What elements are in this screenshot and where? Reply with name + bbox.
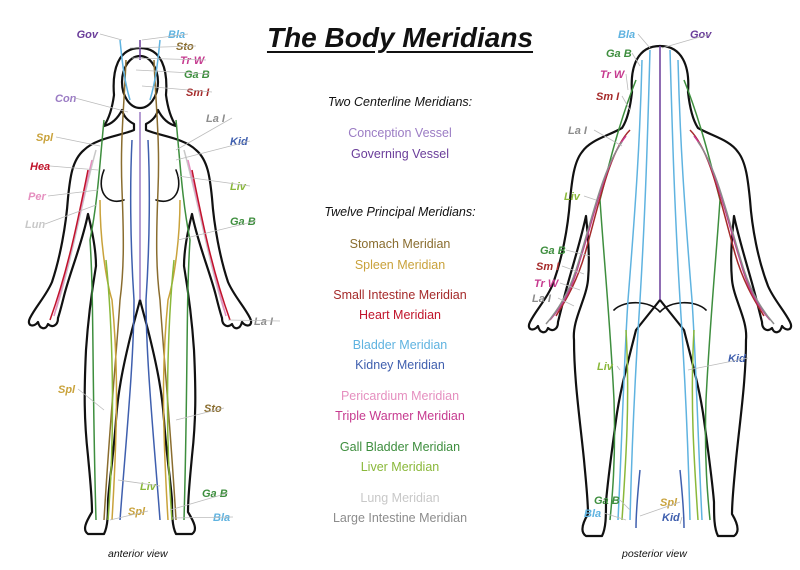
posterior-label-3: Tr W — [600, 69, 626, 81]
anterior-leader-7 — [175, 117, 233, 151]
legend-gall-bladder: Gall Bladder Meridian — [339, 440, 461, 454]
posterior-leader-12 — [687, 357, 749, 371]
posterior-leader-2 — [631, 52, 641, 67]
anterior-leader-2 — [129, 45, 197, 49]
legend-conception-vessel: Conception Vessel — [348, 126, 452, 140]
anterior-label-6: Con — [55, 93, 77, 105]
anterior-leader-18 — [117, 479, 161, 487]
anterior-leader-0 — [99, 33, 123, 41]
posterior-label-10: La I — [532, 293, 552, 305]
anterior-leader-16 — [77, 388, 105, 411]
posterior-leader-4 — [621, 95, 631, 111]
anterior-label-12: Per — [28, 191, 46, 203]
posterior-leader-6 — [583, 195, 597, 201]
anterior-label-7: La I — [206, 113, 226, 125]
posterior-label-13: Ga B — [594, 495, 620, 507]
anterior-label-14: Lun — [25, 219, 45, 231]
posterior-label-9: Tr W — [534, 278, 560, 290]
anterior-leader-21 — [171, 516, 234, 519]
posterior-leader-16 — [679, 516, 683, 525]
legend-kidney: Kidney Meridian — [355, 358, 445, 372]
posterior-leader-7 — [565, 249, 591, 257]
legend-spleen: Spleen Meridian — [354, 258, 446, 272]
posterior-label-15: Spl — [660, 497, 678, 509]
legend-liver: Liver Meridian — [360, 460, 440, 474]
anterior-label-2: Sto — [176, 41, 194, 53]
posterior-label-8: Sm I — [536, 261, 560, 273]
anterior-leader-11 — [177, 175, 251, 187]
anterior-label-1: Bla — [168, 29, 185, 41]
posterior-leader-8 — [561, 265, 585, 275]
centerline-heading: Two Centerline Meridians: — [327, 95, 473, 109]
posterior-leader-14 — [603, 512, 627, 521]
posterior-leader-3 — [625, 73, 629, 91]
anterior-label-19: Ga B — [202, 488, 228, 500]
legend-lung: Lung Meridian — [360, 491, 440, 505]
posterior-leader-0 — [637, 33, 651, 49]
anterior-leader-13 — [177, 220, 257, 241]
legend-heart: Heart Meridian — [359, 308, 441, 322]
posterior-label-7: Ga B — [540, 245, 566, 257]
legend-small-intestine: Small Intestine Meridian — [333, 288, 467, 302]
posterior-leader-15 — [639, 501, 681, 517]
anterior-leader-20 — [109, 510, 149, 521]
posterior-view-caption: posterior view — [622, 548, 687, 560]
anterior-leader-17 — [175, 407, 225, 421]
anterior-leader-10 — [49, 165, 99, 171]
posterior-label-0: Bla — [618, 29, 635, 41]
legend-stomach: Stomach Meridian — [349, 237, 451, 251]
anterior-label-16: Spl — [58, 384, 76, 396]
anterior-leader-5 — [141, 85, 213, 93]
anterior-label-0: Gov — [77, 29, 99, 41]
anterior-label-3: Tr W — [180, 55, 206, 67]
anterior-label-8: Spl — [36, 132, 54, 144]
principal-heading: Twelve Principal Meridians: — [324, 205, 476, 219]
anterior-leader-9 — [175, 140, 251, 161]
legend-large-intestine: Large Intestine Meridian — [332, 511, 468, 525]
posterior-leader-5 — [593, 129, 623, 147]
posterior-label-6: Liv — [564, 191, 581, 203]
posterior-label-14: Bla — [584, 508, 601, 520]
posterior-meridian-lines — [545, 46, 775, 529]
anterior-view-caption: anterior view — [108, 548, 168, 560]
anterior-leader-lines — [44, 33, 281, 521]
anterior-meridian-lines — [49, 39, 231, 521]
posterior-leader-1 — [661, 33, 711, 49]
posterior-leader-9 — [559, 282, 581, 291]
posterior-label-16: Kid — [662, 512, 680, 524]
anterior-leader-15 — [227, 319, 281, 322]
posterior-label-2: Ga B — [606, 48, 632, 60]
anterior-label-10: Hea — [30, 161, 50, 173]
anterior-leader-19 — [169, 492, 229, 511]
legend-triple-warmer: Triple Warmer Meridian — [335, 409, 465, 423]
posterior-leader-lines — [557, 33, 749, 525]
anterior-label-4: Ga B — [184, 69, 210, 81]
legend-bladder: Bladder Meridian — [352, 338, 448, 352]
legend-governing-vessel: Governing Vessel — [351, 147, 449, 161]
posterior-leader-13 — [619, 499, 631, 511]
anterior-label-21: Bla — [213, 512, 230, 524]
legend-pericardium: Pericardium Meridian — [340, 389, 460, 403]
posterior-leader-11 — [616, 365, 621, 371]
anterior-label-13: Ga B — [230, 216, 256, 228]
anterior-leader-12 — [47, 189, 99, 197]
posterior-leader-10 — [557, 297, 575, 307]
anterior-leader-6 — [74, 97, 129, 113]
posterior-label-11: Liv — [597, 361, 614, 373]
page-title: The Body Meridians — [266, 22, 534, 53]
anterior-leader-8 — [55, 136, 101, 147]
anterior-leader-1 — [141, 33, 189, 41]
posterior-label-4: Sm I — [596, 91, 620, 103]
anterior-leader-4 — [135, 69, 211, 75]
posterior-label-5: La I — [568, 125, 588, 137]
posterior-label-12: Kid — [728, 353, 746, 365]
anterior-label-15: La I — [254, 316, 274, 328]
anterior-leader-3 — [131, 57, 207, 61]
anterior-leader-14 — [44, 204, 97, 225]
